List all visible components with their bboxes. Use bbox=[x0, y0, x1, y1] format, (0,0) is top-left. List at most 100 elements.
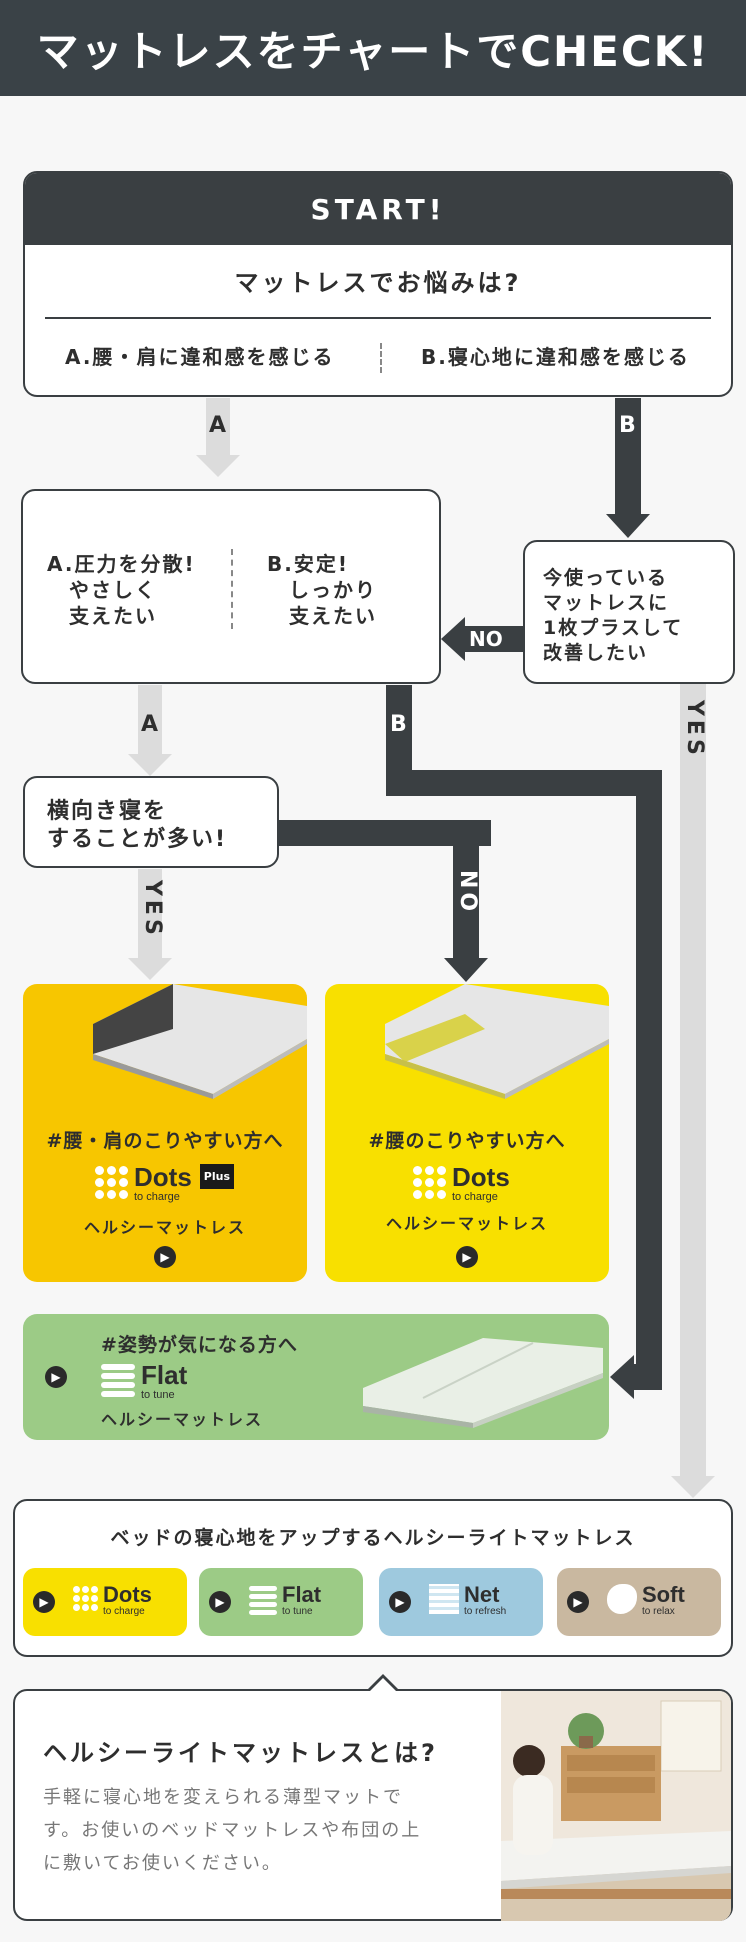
plus-badge: Plus bbox=[199, 1164, 234, 1189]
arrow-no-head bbox=[441, 617, 465, 661]
mattress-image bbox=[385, 984, 609, 1099]
product-name: Dots bbox=[134, 1162, 192, 1192]
route-b-left bbox=[632, 1364, 662, 1390]
start-heading: START! bbox=[25, 173, 731, 245]
product-kind: ヘルシーマットレス bbox=[385, 1214, 548, 1233]
route-no-down bbox=[453, 820, 479, 960]
card-hash: #腰のこりやすい方へ bbox=[368, 1130, 566, 1152]
chevron-right-icon[interactable]: ▶ bbox=[456, 1246, 478, 1268]
start-question: マットレスでお悩みは? bbox=[234, 269, 522, 297]
chevron-right-icon[interactable]: ▶ bbox=[389, 1591, 411, 1613]
arrow-yes-head bbox=[128, 958, 172, 980]
product-sub: to relax bbox=[642, 1606, 675, 1617]
about-description: 手軽に寝心地を変えられる薄型マットで す。お使いのベッドマットレスや布団の上 に… bbox=[43, 1787, 422, 1874]
arrow-b-stem bbox=[615, 398, 641, 516]
light-title: ベッドの寝心地をアップするヘルシーライトマットレス bbox=[110, 1527, 636, 1549]
chevron-right-icon[interactable]: ▶ bbox=[154, 1246, 176, 1268]
speech-notch-inner bbox=[369, 1678, 397, 1692]
product-name: Flat bbox=[141, 1360, 188, 1390]
arrow-yes-long-stem bbox=[680, 684, 706, 1478]
about-title: ヘルシーライトマットレスとは? bbox=[43, 1739, 438, 1767]
dashed-divider bbox=[380, 343, 382, 373]
label-yes-right: YES bbox=[682, 700, 707, 759]
bedroom-photo-illustration bbox=[501, 1691, 731, 1921]
dots-icon bbox=[413, 1164, 446, 1199]
label-yes: YES bbox=[140, 880, 165, 939]
arrow-yes-long-head bbox=[671, 1476, 715, 1498]
about-box: ヘルシーライトマットレスとは? 手軽に寝心地を変えられる薄型マットで す。お使い… bbox=[13, 1674, 733, 1921]
route-b-horizontal bbox=[386, 770, 662, 796]
net-icon bbox=[429, 1584, 459, 1614]
arrow-b-head bbox=[606, 514, 650, 538]
chevron-right-icon[interactable]: ▶ bbox=[45, 1366, 67, 1388]
card-hash: #腰・肩のこりやすい方へ bbox=[46, 1130, 284, 1152]
page-header: マットレスをチャートでCHECK! bbox=[0, 0, 746, 96]
product-sub: to charge bbox=[452, 1191, 498, 1203]
step-ab-option-a: A.圧力を分散! やさしく 支えたい bbox=[47, 552, 196, 628]
step-now-box: 今使っている マットレスに 1枚プラスして 改善したい bbox=[523, 540, 735, 684]
product-sub: to refresh bbox=[464, 1606, 507, 1617]
product-sub: to charge bbox=[103, 1606, 145, 1617]
arrow-a2-stem bbox=[138, 685, 162, 755]
arrow-a-head bbox=[196, 455, 240, 477]
product-name: Soft bbox=[642, 1582, 685, 1607]
dashed-divider bbox=[231, 549, 233, 629]
label-a2: A bbox=[141, 712, 159, 737]
label-a: A bbox=[209, 413, 227, 438]
product-name: Flat bbox=[282, 1582, 322, 1607]
arrow-a-stem bbox=[206, 398, 230, 456]
label-b: B bbox=[619, 413, 636, 438]
start-option-b: B.寝心地に違和感を感じる bbox=[421, 345, 690, 369]
bedroom-photo bbox=[501, 1691, 731, 1921]
divider bbox=[45, 317, 711, 319]
step-side-box: 横向き寝を することが多い! bbox=[23, 776, 279, 868]
product-name: Dots bbox=[103, 1582, 152, 1607]
flat-icon bbox=[249, 1584, 277, 1615]
product-sub: to charge bbox=[134, 1191, 180, 1203]
label-no: NO bbox=[469, 627, 503, 651]
step-side-text: 横向き寝を することが多い! bbox=[47, 799, 228, 852]
label-b2: B bbox=[390, 712, 407, 737]
start-box: START! マットレスでお悩みは? A.腰・肩に違和感を感じる B.寝心地に違… bbox=[23, 171, 733, 397]
route-no-head bbox=[444, 958, 488, 982]
product-kind: ヘルシーマットレス bbox=[83, 1218, 246, 1237]
start-option-a: A.腰・肩に違和感を感じる bbox=[65, 345, 335, 369]
card-hash: #姿勢が気になる方へ bbox=[101, 1334, 298, 1356]
arrow-a2-head bbox=[128, 754, 172, 776]
step-ab-option-b: B.安定! しっかり 支えたい bbox=[267, 552, 377, 628]
product-name: Dots bbox=[452, 1162, 510, 1192]
label-no-2: NO bbox=[455, 870, 480, 916]
chevron-right-icon[interactable]: ▶ bbox=[209, 1591, 231, 1613]
soft-icon bbox=[607, 1584, 637, 1614]
route-b-down bbox=[636, 770, 662, 1390]
dots-icon bbox=[73, 1584, 98, 1611]
product-sub: to tune bbox=[141, 1389, 175, 1401]
step-now-text: 今使っている マットレスに 1枚プラスして 改善したい bbox=[543, 567, 684, 664]
arrow-no-stem bbox=[463, 626, 523, 652]
chevron-right-icon[interactable]: ▶ bbox=[567, 1591, 589, 1613]
mattress-image bbox=[363, 1338, 603, 1428]
product-name: Net bbox=[464, 1582, 500, 1607]
flat-icon bbox=[101, 1362, 135, 1397]
product-kind: ヘルシーマットレス bbox=[101, 1410, 264, 1429]
page-title: マットレスをチャートでCHECK! bbox=[36, 26, 710, 76]
route-b-head bbox=[610, 1355, 634, 1399]
chevron-right-icon[interactable]: ▶ bbox=[33, 1591, 55, 1613]
dots-icon bbox=[95, 1164, 128, 1199]
product-sub: to tune bbox=[282, 1606, 313, 1617]
mattress-image bbox=[93, 984, 307, 1099]
